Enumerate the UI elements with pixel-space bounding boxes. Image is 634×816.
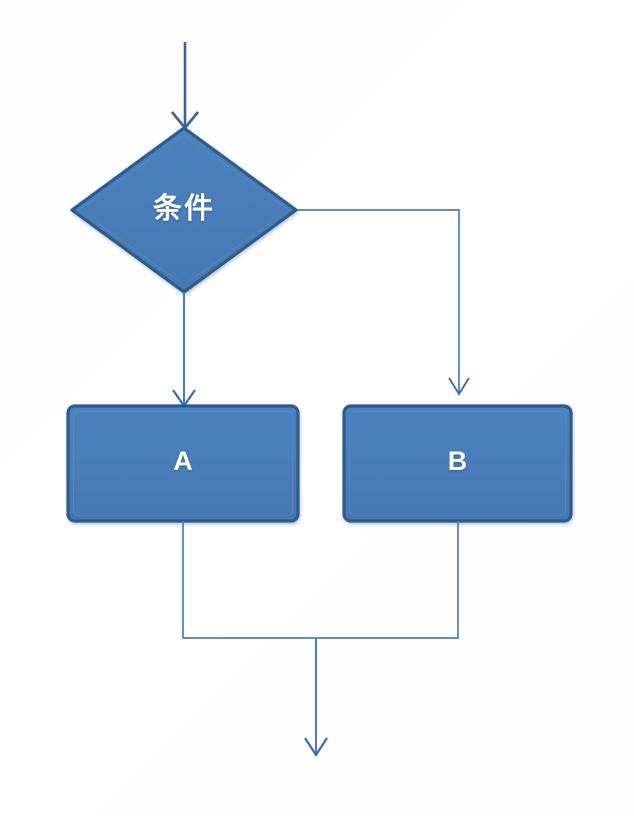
connector-a-to-merge (182, 521, 316, 639)
node-condition[interactable] (70, 126, 298, 294)
connector-b-to-merge (316, 521, 459, 639)
connector-condition-to-b (296, 209, 470, 396)
node-a[interactable] (66, 404, 300, 523)
connector-merge-to-exit (304, 638, 328, 758)
connector-entry (170, 42, 200, 131)
connector-condition-to-a (172, 292, 196, 408)
node-b[interactable] (342, 404, 573, 523)
